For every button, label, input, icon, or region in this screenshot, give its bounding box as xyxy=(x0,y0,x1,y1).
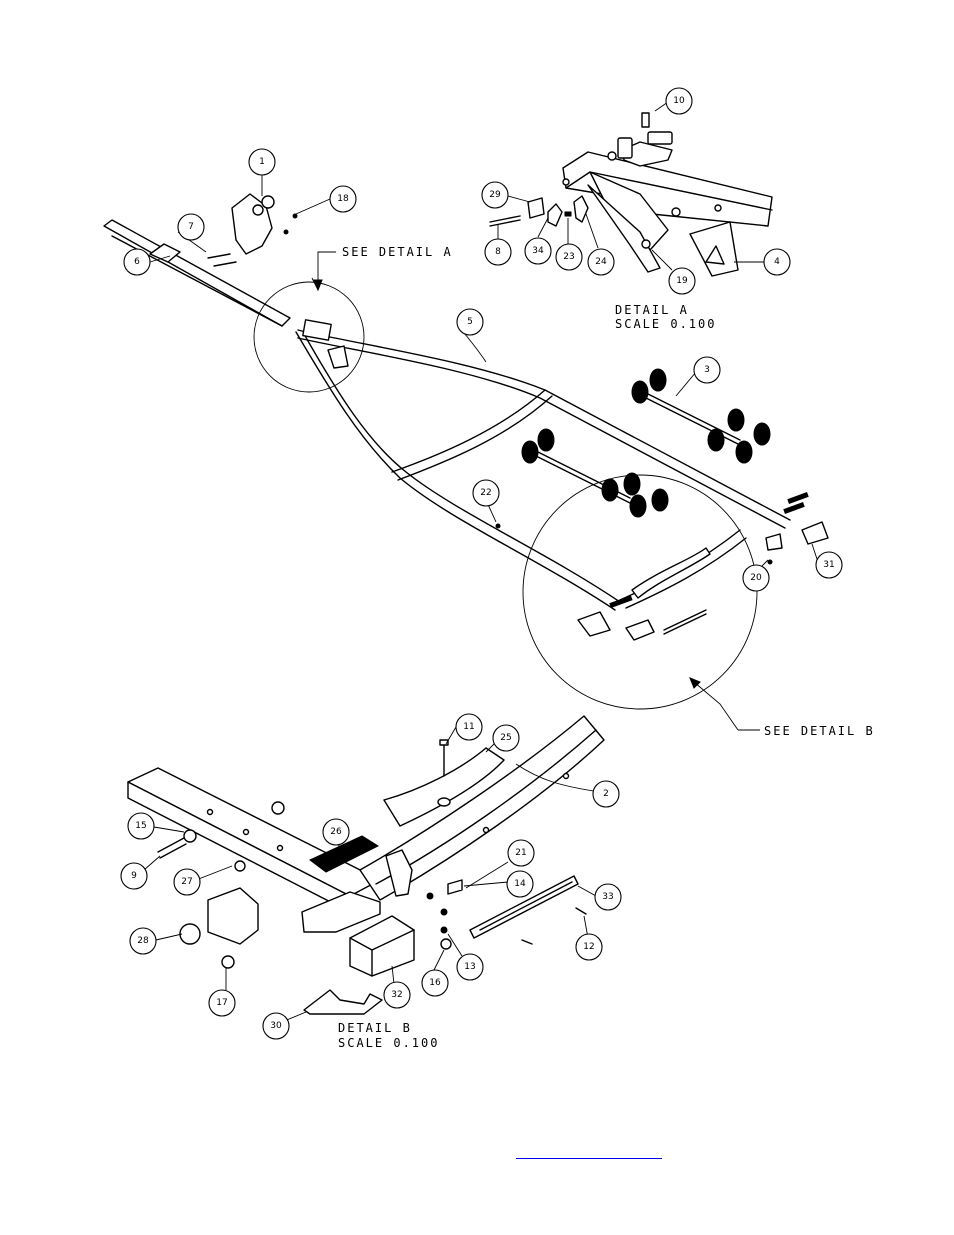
balloon-5: 5 xyxy=(456,308,484,336)
detail-a-drawing xyxy=(489,101,773,277)
balloon-17: 17 xyxy=(208,989,236,1017)
svg-text:33: 33 xyxy=(602,892,613,902)
balloon-16: 16 xyxy=(421,969,449,997)
svg-text:29: 29 xyxy=(489,190,501,200)
svg-text:32: 32 xyxy=(391,990,402,1000)
balloon-24: 24 xyxy=(587,248,615,276)
balloon-2: 2 xyxy=(592,780,620,808)
svg-text:6: 6 xyxy=(134,257,140,267)
hyperlink-underline[interactable] xyxy=(516,1158,662,1159)
svg-text:2: 2 xyxy=(603,789,609,799)
balloon-32: 32 xyxy=(383,981,411,1009)
svg-text:16: 16 xyxy=(429,978,441,988)
balloon-26: 26 xyxy=(322,818,350,846)
detail-b-drawing xyxy=(127,715,605,1023)
see-detail-b-label: SEE DETAIL B xyxy=(764,724,875,738)
svg-text:21: 21 xyxy=(515,848,526,858)
balloon-18: 18 xyxy=(329,185,357,213)
svg-text:9: 9 xyxy=(131,871,137,881)
balloon-23: 23 xyxy=(555,243,583,271)
svg-text:12: 12 xyxy=(583,942,594,952)
balloon-10: 10 xyxy=(665,87,693,115)
svg-text:18: 18 xyxy=(337,194,349,204)
svg-text:26: 26 xyxy=(330,827,342,837)
svg-text:10: 10 xyxy=(673,96,685,106)
svg-text:22: 22 xyxy=(480,488,491,498)
balloon-20: 20 xyxy=(742,564,770,592)
svg-text:27: 27 xyxy=(181,877,192,887)
balloon-28: 28 xyxy=(129,927,157,955)
balloon-31: 31 xyxy=(815,551,843,579)
svg-text:19: 19 xyxy=(676,276,688,286)
svg-text:8: 8 xyxy=(495,247,501,257)
svg-text:5: 5 xyxy=(467,317,473,327)
detail-b-title: DETAIL B xyxy=(338,1021,412,1035)
svg-text:20: 20 xyxy=(750,573,762,583)
balloon-9: 9 xyxy=(120,862,148,890)
svg-text:34: 34 xyxy=(532,246,544,256)
balloon-33: 33 xyxy=(594,883,622,911)
svg-text:14: 14 xyxy=(514,879,526,889)
balloon-15: 15 xyxy=(127,812,155,840)
detail-b-scale: SCALE 0.100 xyxy=(338,1036,439,1050)
balloon-7: 7 xyxy=(177,213,205,241)
see-detail-a-label: SEE DETAIL A xyxy=(342,245,453,259)
balloon-25: 25 xyxy=(492,724,520,752)
svg-text:31: 31 xyxy=(823,560,834,570)
balloon-12: 12 xyxy=(575,933,603,961)
main-trailer-drawing xyxy=(103,174,829,731)
svg-text:15: 15 xyxy=(135,821,146,831)
detail-a-scale: SCALE 0.100 xyxy=(615,317,716,331)
balloon-29: 29 xyxy=(481,181,509,209)
svg-text:17: 17 xyxy=(216,998,227,1008)
svg-text:4: 4 xyxy=(774,257,780,267)
svg-text:13: 13 xyxy=(464,962,475,972)
balloon-6: 6 xyxy=(123,248,151,276)
balloon-19: 19 xyxy=(668,267,696,295)
arrow-detail-b xyxy=(689,677,701,689)
balloon-3: 3 xyxy=(693,356,721,384)
balloon-4: 4 xyxy=(763,248,791,276)
svg-text:1: 1 xyxy=(259,157,265,167)
balloon-13: 13 xyxy=(456,953,484,981)
balloon-21: 21 xyxy=(507,839,535,867)
balloon-11: 11 xyxy=(455,713,483,741)
balloon-22: 22 xyxy=(472,479,500,507)
svg-text:3: 3 xyxy=(704,365,710,375)
detail-a-title: DETAIL A xyxy=(615,303,689,317)
balloon-30: 30 xyxy=(262,1012,290,1040)
balloon-34: 34 xyxy=(524,237,552,265)
arrow-detail-a xyxy=(313,279,323,292)
svg-text:28: 28 xyxy=(137,936,149,946)
svg-text:7: 7 xyxy=(188,222,194,232)
svg-text:11: 11 xyxy=(463,722,474,732)
balloon-27: 27 xyxy=(173,868,201,896)
svg-text:24: 24 xyxy=(595,257,607,267)
balloon-1: 1 xyxy=(248,148,276,176)
balloon-14: 14 xyxy=(506,870,534,898)
svg-text:30: 30 xyxy=(270,1021,282,1031)
svg-text:25: 25 xyxy=(500,733,511,743)
balloon-8: 8 xyxy=(484,238,512,266)
svg-text:23: 23 xyxy=(563,252,574,262)
